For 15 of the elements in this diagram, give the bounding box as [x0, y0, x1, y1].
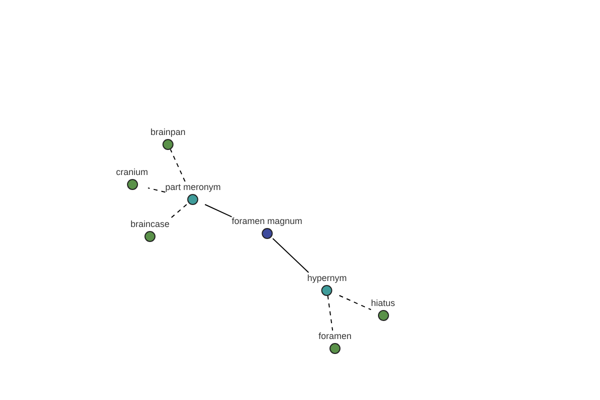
connector-line	[272, 238, 310, 273]
node-label: hypernym	[307, 272, 347, 282]
node-label: braincase	[130, 218, 170, 228]
connector-line	[327, 295, 334, 331]
node-label: foramen magnum	[232, 216, 302, 226]
node-label: part meronym	[165, 182, 221, 192]
connector-line	[169, 204, 188, 220]
node-label: cranium	[116, 166, 148, 176]
connector-line	[170, 149, 186, 182]
connector-line	[148, 187, 166, 193]
connector-line	[204, 204, 232, 218]
node-label: brainpan	[150, 126, 186, 136]
node-label: hiatus	[370, 298, 396, 308]
node-label: foramen	[318, 330, 352, 340]
connector-line	[338, 295, 372, 310]
